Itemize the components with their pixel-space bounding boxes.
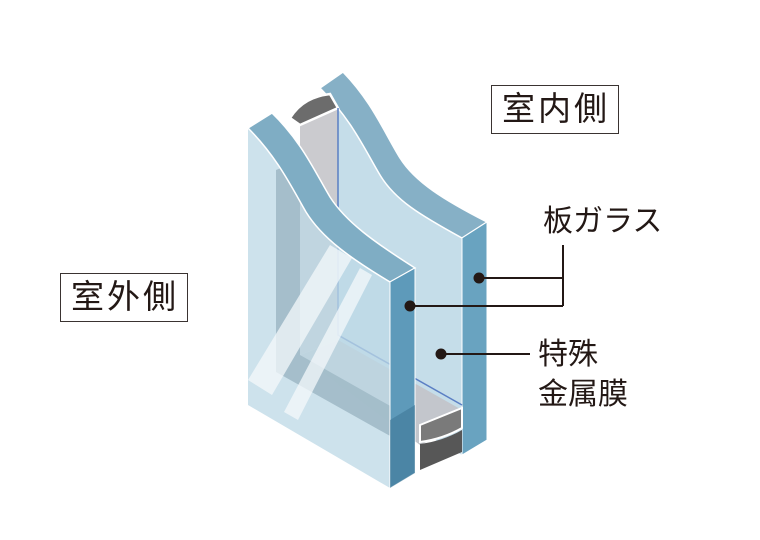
exterior-side-label: 室外側 — [60, 273, 188, 322]
leader-dots — [404, 272, 485, 360]
special-metal-film-label-line1: 特殊 — [538, 337, 598, 372]
outer-glass-pane — [246, 112, 417, 489]
interior-side-label: 室内側 — [491, 85, 619, 134]
special-metal-film-label-line2: 金属膜 — [538, 377, 628, 412]
leader-lines — [410, 245, 564, 355]
plate-glass-label: 板ガラス — [543, 204, 663, 239]
